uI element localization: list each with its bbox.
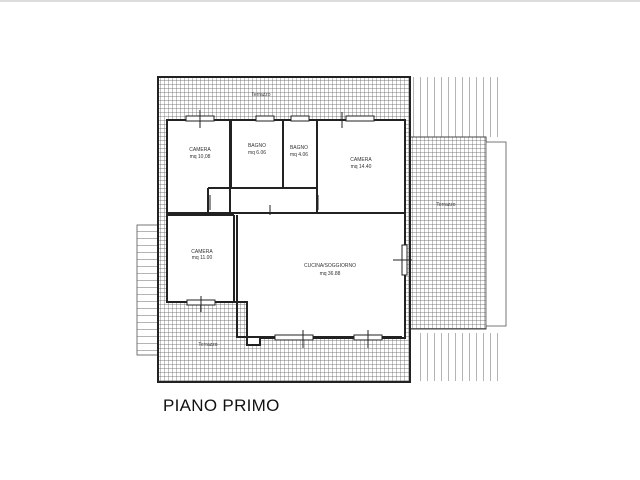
room-area: mq 36.88 [320,271,341,277]
terrace-label: Terrazzo [251,92,270,98]
room-area: mq 4.06 [290,152,308,158]
terrace-right [409,136,487,330]
room-name: CAMERA [191,249,213,255]
openings [185,110,412,348]
terrace-label: Terrazzo [436,202,455,208]
walls [167,120,405,338]
room-name: CUCINA/SOGGIORNO [304,263,356,269]
room-area: mq 11.00 [192,255,213,261]
room-name: CAMERA [189,147,211,153]
terrace-label: Terrazzo [198,342,217,348]
right-parapet [485,141,507,327]
room-area: mq 10,08 [190,154,211,160]
room-name: CAMERA [350,157,372,163]
room-name: BAGNO [248,143,266,149]
room-name: BAGNO [290,145,308,151]
staircase [136,224,159,356]
right-deck-top [410,77,500,137]
room-area: mq 14.40 [351,164,372,170]
room-area: mq 6.06 [248,150,266,156]
floor-title: PIANO PRIMO [163,396,280,415]
right-deck-bottom [414,333,502,381]
